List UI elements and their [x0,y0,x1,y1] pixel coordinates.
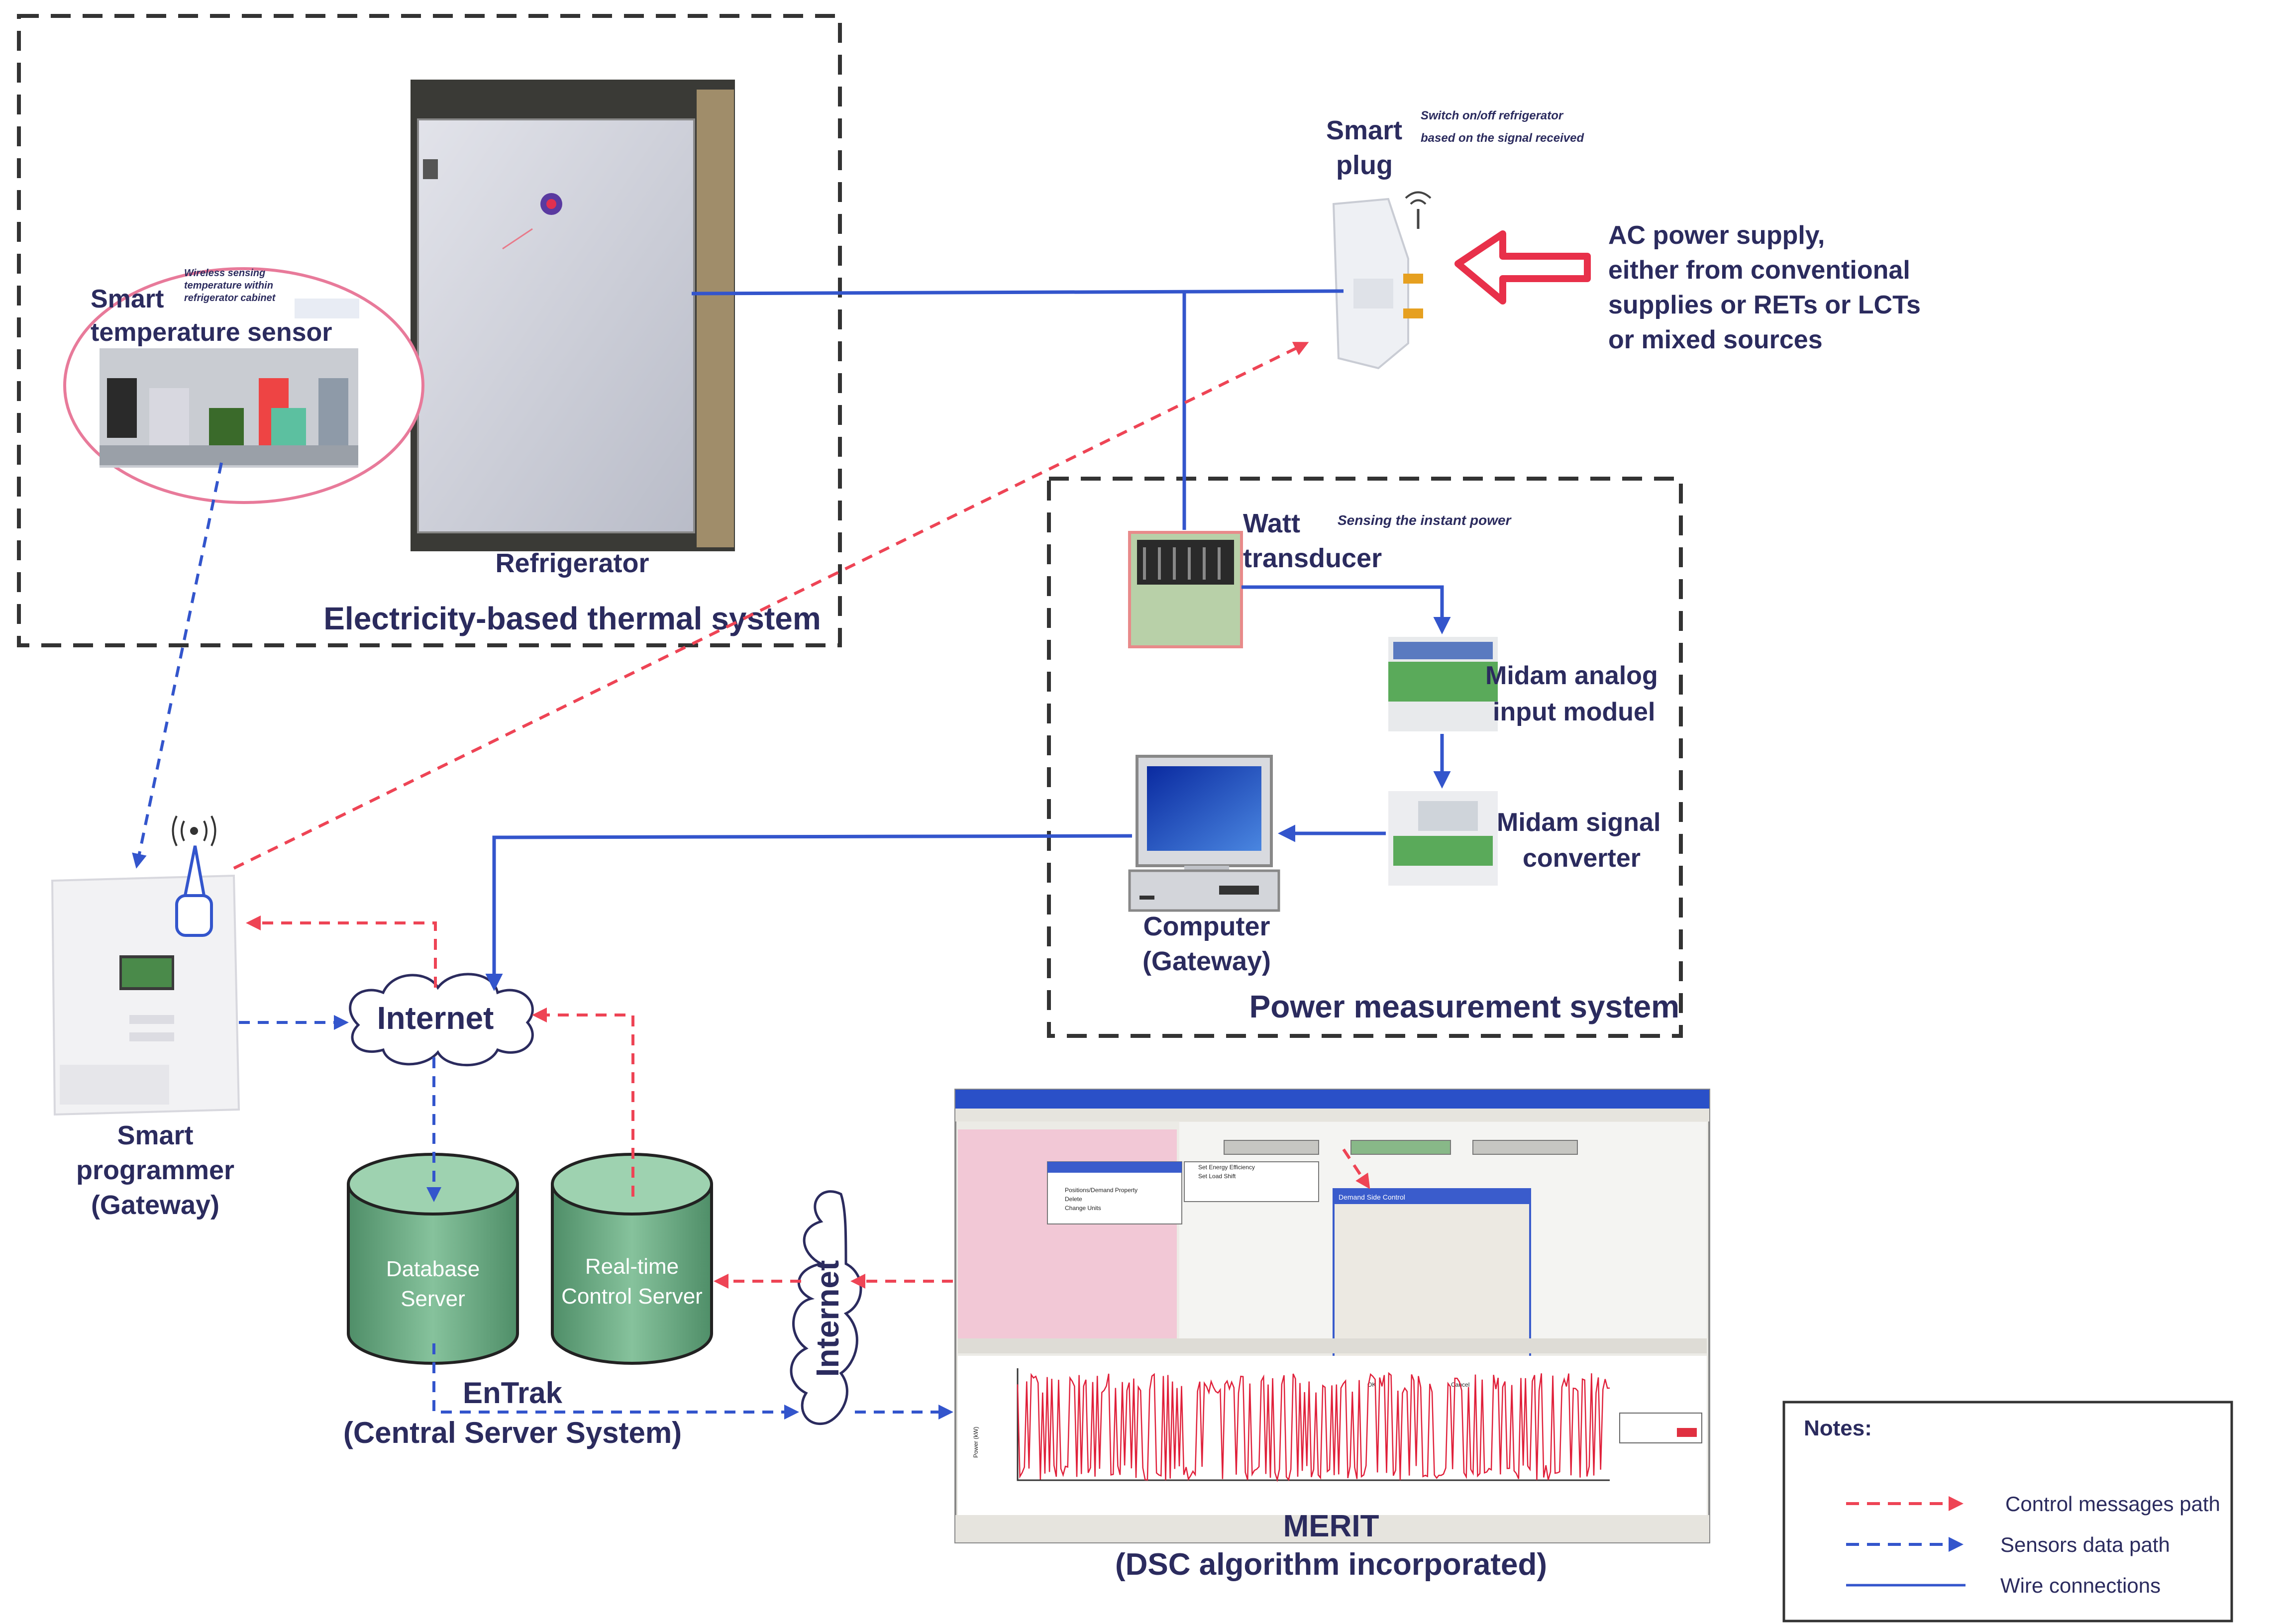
internet-bottom-label: Internet [810,1260,845,1377]
midam-analog-label-2: input moduel [1493,698,1655,726]
entrak-label-2: (Central Server System) [343,1416,682,1449]
wire-fridge-plug [691,289,1344,296]
thermal-system-box [17,14,842,647]
temperature-sensor-image [63,267,424,504]
smart-plug-label-1: Smart [1326,115,1402,145]
thermal-system-label: Electricity-based thermal system [323,601,821,636]
database-server-label-1: Database [386,1257,480,1281]
merit-label-2: (DSC algorithm incorporated) [1115,1547,1547,1582]
internet-cloud-top [349,973,534,1067]
merit-dialog-title: Demand Side Control [1339,1193,1405,1201]
temp-sensor-label-1: Smart [91,285,164,313]
sensor-path-temp-programmer [132,462,223,869]
control-path-merit-dialog [1342,1148,1370,1189]
smart-plug-note-2: based on the signal received [1421,131,1584,145]
merit-power-trace [1017,1372,1610,1483]
wire-computer-internet [485,834,1133,991]
midam-analog-module-image [1388,637,1498,731]
merit-screenshot [954,1089,1710,1543]
midam-signal-label-1: Midam signal [1497,808,1660,837]
legend-item-wire: Wire connections [2000,1574,2161,1597]
merit-menu-item-4: Delete [1065,1196,1082,1203]
wire-connections [485,289,1451,991]
control-path-internet-programmer [246,915,437,988]
computer-label-2: (Gateway) [1142,946,1271,976]
midam-analog-label-1: Midam analog [1485,661,1658,690]
sensor-data-paths [132,462,953,1420]
merit-label-1: MERIT [1283,1509,1379,1543]
antenna-icon [172,815,216,937]
smart-programmer-label-1: Smart [117,1120,193,1150]
refrigerator-image [411,80,735,551]
sensor-path-database-internet [432,1343,799,1420]
ac-supply-line-1: AC power supply, [1608,221,1825,250]
internet-cloud-bottom [790,1190,862,1425]
computer-icon [1128,755,1280,912]
temp-sensor-note-1: Wireless sensing [184,268,265,279]
realtime-server-label-1: Real-time [585,1254,679,1279]
ac-supply-line-3: supplies or RETs or LCTs [1608,291,1921,319]
watt-transducer-label-2: transducer [1243,543,1382,573]
smart-programmer-label-2: programmer [76,1155,234,1185]
wireless-signal-icon [1405,191,1432,229]
computer-label-1: Computer [1143,912,1270,941]
temp-sensor-note-2: temperature within [184,280,273,291]
merit-menu-item-1: Set Energy Efficiency [1198,1164,1255,1171]
legend-title: Notes: [1804,1416,1872,1440]
ac-supply-line-4: or mixed sources [1608,325,1823,354]
merit-plot-ylabel: Power (kW) [972,1426,979,1458]
smart-plug-image [1332,198,1423,370]
ac-supply-arrow-icon [1454,230,1591,304]
legend-item-control: Control messages path [2005,1492,2220,1516]
midam-signal-converter-image [1388,791,1498,886]
database-server-icon [347,1153,519,1365]
realtime-server-label-2: Control Server [561,1284,703,1309]
watt-transducer-label-1: Watt [1243,508,1300,538]
entrak-label-1: EnTrak [463,1376,563,1410]
control-path-realtime-internet [532,1008,634,1197]
merit-power-plot [1017,1368,1610,1483]
control-message-paths [233,342,1370,1289]
wire-transducer-analog [1242,585,1451,634]
midam-signal-label-2: converter [1523,844,1641,873]
temp-sensor-note-3: refrigerator cabinet [184,293,276,304]
legend-item-sensor: Sensors data path [2000,1533,2170,1556]
control-path-programmer-plug [233,342,1309,870]
smart-programmer-label-3: (Gateway) [91,1190,219,1220]
power-system-box [1047,477,1683,1038]
realtime-server-icon [551,1153,713,1365]
power-system-label: Power measurement system [1249,989,1679,1024]
watt-transducer-note: Sensing the instant power [1338,512,1512,528]
merit-menu-item-5: Change Units [1065,1205,1101,1212]
watt-transducer-image [1128,531,1243,648]
refrigerator-label: Refrigerator [495,548,649,578]
smart-plug-note-1: Switch on/off refrigerator [1421,109,1564,122]
internet-top-label: Internet [377,1000,494,1036]
temp-sensor-label-2: temperature sensor [91,318,332,347]
smart-plug-label-2: plug [1336,150,1393,180]
merit-menu-item-3: Positions/Demand Property [1065,1187,1138,1194]
database-server-label-2: Server [401,1287,465,1311]
merit-menu-item-2: Set Load Shift [1198,1173,1236,1180]
ac-supply-line-2: either from conventional [1608,256,1910,285]
merit-dialog-ok: OK [1367,1381,1376,1388]
